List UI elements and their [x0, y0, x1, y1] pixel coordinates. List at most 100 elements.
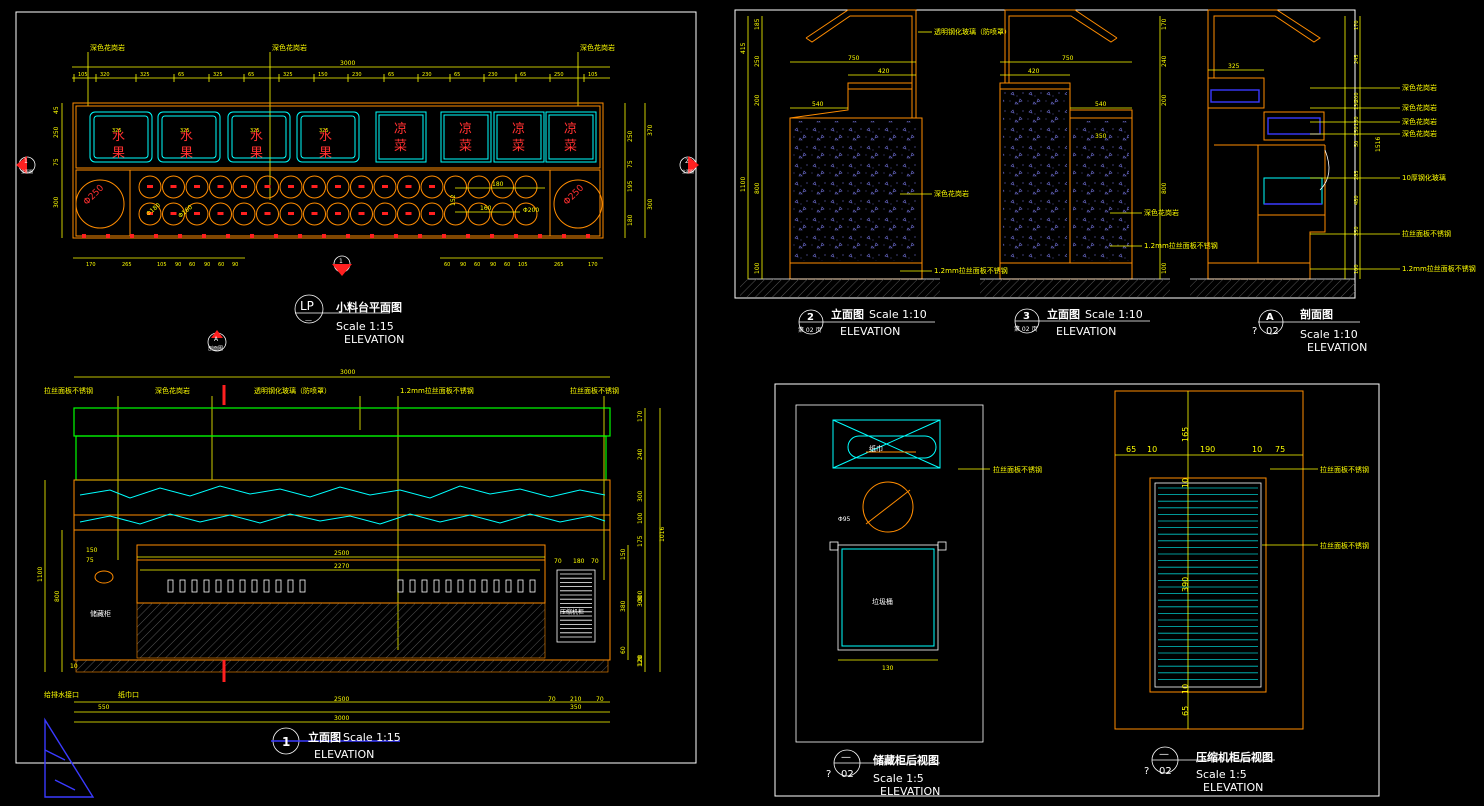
mark-ref: 立面图	[682, 168, 694, 174]
plan-tag-left: 深色花岗岩	[90, 43, 125, 52]
plan-bowl	[420, 175, 444, 199]
compressor-left-dim: 10	[1181, 478, 1190, 488]
bin-label: 菜	[564, 139, 577, 154]
storage-tissue-box	[832, 419, 941, 469]
elev1-mid-dim: 60	[620, 646, 627, 654]
storage-scale: Scale 1:5	[873, 772, 924, 785]
elev3-right-dim: 200	[1161, 94, 1168, 106]
section-right-dim: 150	[1354, 126, 1360, 136]
plan-scale: Scale 1:15	[336, 320, 394, 333]
elev1-right-dim: 120	[637, 654, 644, 666]
bin-label: 果	[112, 146, 125, 161]
plan-bowl	[397, 175, 420, 199]
section-title: 剖面图	[1300, 307, 1333, 321]
elev2-label: 深色花岗岩	[934, 189, 969, 198]
compressor-elevation: ELEVATION	[1203, 781, 1263, 794]
plan-left-dim: 250	[53, 126, 60, 138]
section-label: 深色花岗岩	[1402, 83, 1437, 92]
elev2-left-dim: 185	[754, 18, 761, 30]
plan-bowl	[162, 175, 185, 199]
plan-top-dim: 65	[178, 72, 184, 78]
elev2-left-dim: 415	[740, 42, 747, 54]
plan-bowl	[491, 202, 514, 226]
elev1-storage-label: 储藏柜	[90, 609, 111, 618]
section-right-dim: 130	[1354, 100, 1360, 110]
elev1-elevation: ELEVATION	[314, 748, 374, 761]
elev2-elevation: ELEVATION	[840, 325, 900, 338]
elev2-left-dim: 100	[754, 262, 761, 274]
section-outline	[1207, 10, 1326, 264]
elev3-right-dim: 170	[1161, 18, 1168, 30]
plan-bottom-dim: 265	[554, 262, 564, 268]
section-top-dim: 325	[1228, 63, 1240, 70]
bin-label: 果	[250, 146, 263, 161]
section-label: 深色花岗岩	[1402, 103, 1437, 112]
section-right-dim: 50	[1354, 141, 1360, 147]
compressor-title: 压缩机柜后视图	[1196, 750, 1273, 764]
plan-top-dim: 230	[422, 72, 432, 78]
plan-circle-label: Φ250	[82, 183, 106, 207]
plan-left-dim: 45	[53, 106, 60, 114]
storage-round-cutout	[862, 481, 914, 533]
elev2-left-dim: 200	[754, 94, 761, 106]
plan-fruit-bin	[296, 111, 360, 163]
elev3-right-dim: 800	[1161, 182, 1168, 194]
section-right-dim: 285	[1354, 170, 1360, 180]
plan-bowl	[303, 175, 326, 199]
plan-bowl	[514, 202, 538, 226]
mark-num: 1	[339, 258, 343, 265]
elev1-right-dim: 240	[637, 448, 644, 460]
storage-circle-dim: Φ95	[838, 516, 851, 523]
plan-top-dim: 325	[283, 72, 293, 78]
compressor-label: 拉丝面板不锈钢	[1320, 541, 1369, 550]
compressor-grille-frame	[1149, 477, 1267, 693]
elev1-section-tag: A 剖面图	[207, 330, 227, 405]
compressor-top-dim: 75	[1275, 445, 1285, 454]
elev1-bottom-overall: 3000	[334, 715, 349, 722]
elev1-label: 拉丝面板不锈钢	[570, 386, 619, 395]
bin-label: 凉	[564, 122, 577, 137]
elev3-elevation: ELEVATION	[1056, 325, 1116, 338]
storage-title-sub: 02	[841, 769, 854, 780]
plan-bottom-dim: 90	[460, 262, 466, 268]
plan-title-block: LP — 小料台平面图 Scale 1:15 ELEVATION	[294, 294, 404, 346]
plan-top-dim: 320	[100, 72, 110, 78]
elev1-bottom-dim: 70	[596, 696, 604, 703]
elev3-title-block: 3 第 02 页 立面图 Scale 1:10 ELEVATION	[1014, 307, 1150, 338]
section-label: 深色花岗岩	[1402, 117, 1437, 126]
plan-bottom-dim: 105	[157, 262, 167, 268]
elev2-left-dim: 250	[754, 55, 761, 67]
storage-title-block: — ? 02 储藏柜后视图 Scale 1:5 ELEVATION	[826, 749, 940, 798]
elev3-top-dim: 420	[1028, 68, 1040, 75]
plan-bowl	[420, 202, 444, 226]
elev1-mid-dim: 150	[620, 548, 627, 560]
plan-top-dim: 65	[388, 72, 394, 78]
plan-bottom-dim: 60	[504, 262, 510, 268]
plan-cold-bin	[375, 111, 427, 163]
section-label: 深色花岗岩	[1402, 129, 1437, 138]
plan-bowl	[326, 202, 350, 226]
plan-counter-outline	[72, 102, 604, 239]
plan-bottom-dim: 60	[218, 262, 224, 268]
section-elevation: ELEVATION	[1307, 341, 1367, 354]
elev3-label: 1.2mm拉丝面板不锈钢	[1144, 241, 1218, 250]
plan-title: 小料台平面图	[335, 300, 402, 314]
plan-top-dim: 105	[588, 72, 598, 78]
compressor-top-dim: 10	[1147, 445, 1157, 454]
elev1-left-dim: 10	[70, 663, 78, 670]
elev2-label: 1.2mm拉丝面板不锈钢	[934, 266, 1008, 275]
elev1-glass-guard	[73, 407, 611, 437]
elev1-mid-dim: 120	[637, 655, 644, 667]
compressor-top-dim: 10	[1252, 445, 1262, 454]
section-label: 拉丝面板不锈钢	[1402, 229, 1451, 238]
section-title-sub: 02	[1266, 326, 1279, 337]
elev1-left-small: 150	[86, 547, 98, 554]
bin-label: 水	[112, 129, 125, 144]
storage-title-num: —	[841, 752, 851, 763]
plan-bowl	[185, 202, 209, 226]
plan-bottom-dim: 60	[444, 262, 450, 268]
